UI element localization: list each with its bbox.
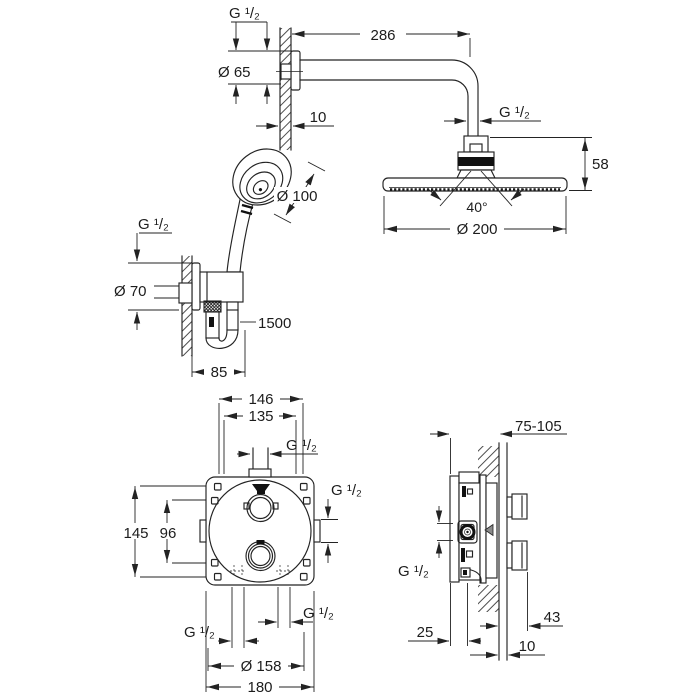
side-wall-hatch-top bbox=[478, 446, 499, 477]
valve-thread-top-label: G ¹/₂ bbox=[286, 437, 317, 454]
holder-thread-label: G ¹/₂ bbox=[138, 216, 169, 233]
thermostat-knob bbox=[243, 484, 279, 523]
hose-drop bbox=[226, 301, 239, 331]
side-tab-left bbox=[199, 519, 207, 543]
valve-height-145-label: 145 bbox=[123, 525, 148, 542]
head-thread-label: G ¹/₂ bbox=[499, 104, 530, 121]
holder-wall-hatch bbox=[182, 256, 192, 356]
hand-shower-diameter-label: Ø 100 bbox=[277, 188, 318, 205]
valve-width-146-label: 146 bbox=[248, 391, 273, 408]
valve-front-depth-label: 25 bbox=[417, 624, 434, 641]
head-height-label: 58 bbox=[592, 156, 609, 173]
body-spacer bbox=[479, 474, 487, 584]
side-tab-right bbox=[313, 519, 321, 543]
valve-rosette-diameter-label: Ø 158 bbox=[241, 658, 282, 675]
hose-length-label: 1500 bbox=[258, 315, 291, 332]
head-swivel-angle-label: 40° bbox=[466, 199, 487, 215]
side-wall-hatch-bottom bbox=[478, 585, 499, 612]
valve-wall-thickness-label: 10 bbox=[519, 638, 536, 655]
valve-thread-side-label: G ¹/₂ bbox=[398, 563, 429, 580]
hand-shower-view: Ø 100 1500 G ¹/₂ Ø 70 bbox=[114, 148, 326, 381]
holder-flange bbox=[191, 262, 201, 311]
valve-height-96-label: 96 bbox=[160, 525, 177, 542]
rear-ports bbox=[506, 493, 528, 571]
holder-depth-label: 85 bbox=[211, 364, 228, 381]
valve-front-view: 146 135 G ¹/₂ G ¹/₂ 145 96 bbox=[119, 390, 362, 696]
holder-flange-diameter-label: Ø 70 bbox=[114, 283, 147, 300]
valve-thread-right-label: G ¹/₂ bbox=[331, 482, 362, 499]
hose-loop-outer bbox=[205, 329, 239, 349]
arm-wall-flange bbox=[290, 50, 301, 91]
valve-depth-range-label: 75-105 bbox=[515, 418, 562, 435]
bottom-port-marks bbox=[230, 565, 292, 576]
arm-thread-label: G ¹/₂ bbox=[229, 5, 260, 22]
hose-knurled-nut bbox=[203, 300, 222, 313]
wall-hatch bbox=[280, 28, 291, 150]
shower-arm-tube-inner bbox=[299, 79, 469, 137]
shower-arm-view: 286 G ¹/₂ Ø 65 10 bbox=[218, 5, 479, 151]
top-pipe-collar bbox=[248, 468, 272, 478]
arm-length-label: 286 bbox=[370, 27, 395, 44]
shower-arm-tube-outer bbox=[299, 59, 479, 137]
side-port-ball bbox=[457, 520, 478, 544]
valve-thread-bottom-right-label: G ¹/₂ bbox=[303, 605, 334, 622]
valve-width-135-label: 135 bbox=[248, 408, 273, 425]
holder-thread-stub bbox=[178, 282, 193, 304]
valve-side-view: 75-105 G ¹/₂ 25 43 10 bbox=[398, 418, 567, 661]
rosette-circle bbox=[208, 479, 312, 583]
valve-total-width-label: 180 bbox=[247, 679, 272, 696]
head-shower-view: 40° G ¹/₂ 58 Ø 200 bbox=[382, 104, 609, 238]
body-top-cap bbox=[458, 471, 480, 484]
valve-thread-bottom-left-label: G ¹/₂ bbox=[184, 624, 215, 641]
volume-knob bbox=[245, 540, 276, 572]
arm-flange-diameter-label: Ø 65 bbox=[218, 64, 251, 81]
screw-holes bbox=[210, 482, 311, 581]
head-cone bbox=[456, 169, 496, 179]
depth-marker-triangle bbox=[484, 523, 494, 537]
hose-loop-inner bbox=[218, 329, 228, 342]
arm-wall-thickness-label: 10 bbox=[310, 109, 327, 126]
head-diameter-label: Ø 200 bbox=[457, 221, 498, 238]
valve-rear-depth-label: 43 bbox=[544, 609, 561, 626]
